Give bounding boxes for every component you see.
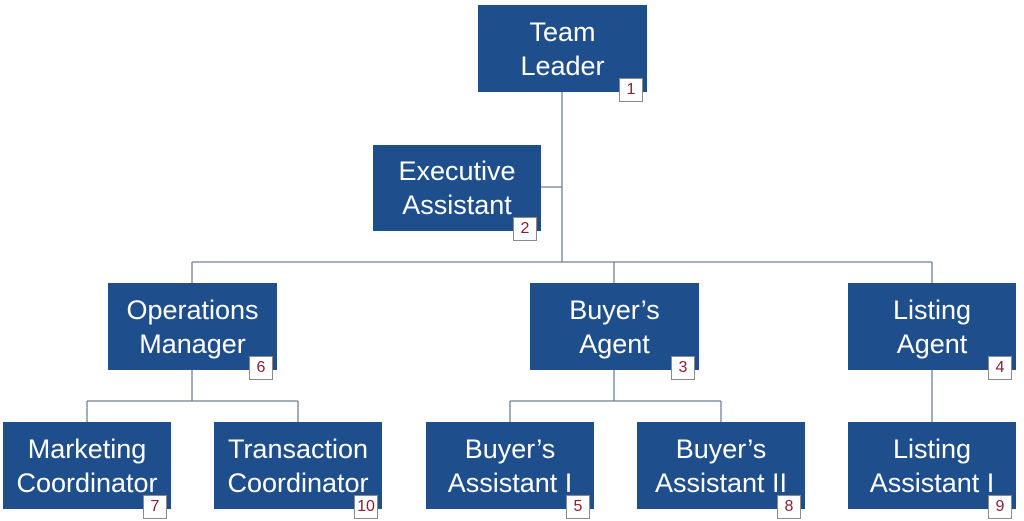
buyers-assistant-1-box: Buyer’s Assistant I 5 bbox=[426, 422, 594, 519]
node-number-badge: 1 bbox=[619, 78, 643, 102]
node-number-badge: 3 bbox=[671, 356, 695, 380]
node-title: Listing Agent bbox=[892, 294, 972, 359]
node-number-badge: 8 bbox=[777, 495, 801, 519]
node-number-badge: 6 bbox=[249, 356, 273, 380]
node-title: Marketing Coordinator bbox=[16, 433, 158, 498]
node-title: Executive Assistant bbox=[398, 156, 516, 220]
node-title: Transaction Coordinator bbox=[227, 433, 369, 498]
team-leader-box: Team Leader 1 bbox=[478, 5, 647, 102]
node-title: Buyer’s Assistant I bbox=[447, 433, 573, 498]
node-title: Listing Assistant I bbox=[869, 433, 995, 498]
executive-assistant-box: Executive Assistant 2 bbox=[373, 145, 541, 241]
buyers-assistant-2-box: Buyer’s Assistant II 8 bbox=[637, 422, 805, 519]
node-number-badge: 9 bbox=[988, 495, 1012, 519]
node-title: Operations Manager bbox=[126, 294, 259, 359]
node-title: Buyer’s Assistant II bbox=[654, 433, 788, 498]
node-number-badge: 7 bbox=[143, 495, 167, 519]
node-title: Team Leader bbox=[520, 16, 605, 81]
listing-agent-box: Listing Agent 4 bbox=[848, 283, 1016, 380]
node-number-badge: 4 bbox=[988, 356, 1012, 380]
node-number-badge: 2 bbox=[513, 217, 537, 241]
marketing-coordinator-box: Marketing Coordinator 7 bbox=[3, 422, 171, 519]
buyers-agent-box: Buyer’s Agent 3 bbox=[530, 283, 699, 380]
operations-manager-box: Operations Manager 6 bbox=[108, 283, 277, 380]
listing-assistant-1-box: Listing Assistant I 9 bbox=[848, 422, 1016, 519]
transaction-coordinator-box: Transaction Coordinator 10 bbox=[214, 422, 382, 519]
node-number-badge: 10 bbox=[354, 495, 378, 519]
node-title: Buyer’s Agent bbox=[569, 294, 660, 359]
node-number-badge: 5 bbox=[566, 495, 590, 519]
